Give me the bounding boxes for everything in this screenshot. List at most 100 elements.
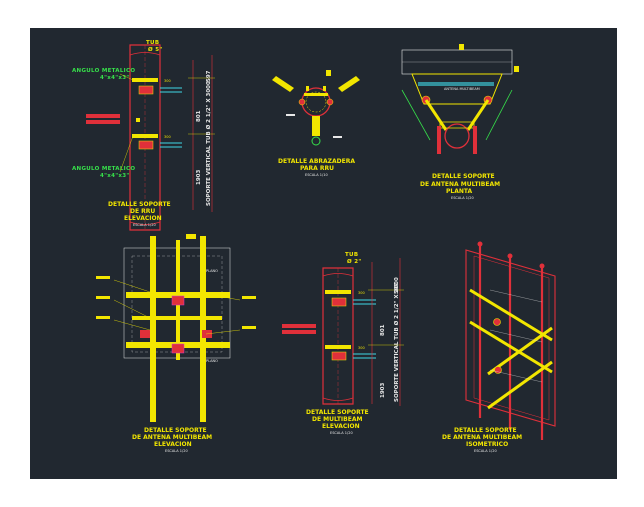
mb-dim-300-a: 300: [358, 291, 365, 295]
elev-clamp-upper: [171, 295, 185, 306]
rru-dim-801: 801: [196, 110, 202, 122]
clamp-tab: [326, 70, 331, 76]
plant-green-arm-left: [401, 89, 431, 141]
mb-pipe-break-top: [322, 273, 354, 277]
plant-antenna-face: [418, 82, 494, 86]
plant-antenna-body: [411, 73, 503, 105]
iso-mast-cap-3: [539, 263, 545, 269]
mb-dim-597: 597: [394, 282, 400, 294]
rru-lower-angle: [132, 134, 158, 138]
plant-antenna-label: ANTENA MULTIBEAM: [444, 87, 480, 91]
elev-plano-label-1: PLANO: [206, 269, 218, 273]
iso-antenna-panel: [465, 249, 556, 427]
rru-angle-bottom-label: ANGULO METALICO: [72, 166, 135, 172]
elev-leader-5: [205, 329, 241, 335]
rru-tube-dimension: Ø 5": [148, 46, 162, 53]
rru-mast-pipe: [129, 44, 161, 231]
clamp-stem: [312, 116, 320, 136]
rru-elevation-title-1: DETALLE SOPORTE: [108, 201, 171, 208]
rru-red-bar-2: [86, 120, 120, 124]
plant-bracket-left: [424, 99, 448, 131]
mb-upper-clamp: [331, 297, 347, 307]
rru-dim-597: 597: [206, 70, 212, 82]
iso-title-1: DETALLE SOPORTE: [454, 427, 517, 434]
elev-plano-label-2: PLANO: [206, 359, 218, 363]
rru-upper-angle: [132, 78, 158, 82]
elev-title-3: ELEVACION: [154, 441, 192, 448]
clamp-top-bar: [304, 93, 328, 96]
mb-upper-angle: [325, 290, 351, 294]
elev-note-2: [96, 296, 110, 299]
plant-tie-right: [473, 126, 477, 154]
plant-side-tab: [514, 66, 519, 72]
rru-pipe-break-top: [129, 52, 161, 56]
iso-panel-line-1: [489, 289, 543, 303]
rru-mark: [136, 118, 140, 122]
clamp-bolt-head: [311, 136, 321, 146]
elev-note-1: [96, 276, 110, 279]
elev-leader-3: [113, 319, 151, 331]
elev-title-1: DETALLE SOPORTE: [144, 427, 207, 434]
elev-note-5: [242, 326, 256, 329]
elev-leader-1: [113, 279, 151, 293]
plant-bracket-right: [466, 99, 490, 131]
rru-vertical-support-label: SOPORTE VERTICAL TUB Ø 2 1/2" X 3000: [205, 81, 212, 206]
elev-crossbar-mid: [132, 316, 222, 320]
iso-diagonal-lower: [487, 360, 553, 410]
clamp-note-1: [286, 114, 295, 116]
elev-crossbar-upper: [126, 292, 230, 298]
clamp-nut-left: [298, 98, 306, 106]
plant-mast-section: [444, 123, 470, 149]
elev-mast-right: [200, 236, 206, 422]
rru-red-bar-1: [86, 114, 120, 118]
mb-tube-dimension: Ø 2": [347, 258, 361, 265]
plant-green-arm-right: [485, 89, 513, 141]
iso-clamp-1: [493, 318, 501, 326]
iso-clamp-2: [494, 366, 502, 374]
mb-pipe-break-bottom: [322, 397, 354, 401]
iso-title-2: DE ANTENA MULTIBEAM: [442, 434, 522, 441]
clamp-nut-right: [326, 98, 334, 106]
rru-dim-300-b: 300: [164, 135, 171, 139]
detail-multibeam-plant: ANTENA MULTIBEAM DETALLE SOPORTE DE ANTE…: [401, 44, 519, 200]
rru-elevation-scale: ESCALA 1/20: [133, 223, 156, 227]
plant-title-2: DE ANTENA MULTIBEAM: [420, 181, 500, 188]
clamp-bolt-left: [306, 86, 309, 91]
rru-elevation-title-2: DE RRU: [130, 208, 155, 215]
clamp-bolt-right: [323, 86, 326, 91]
elev-mast-left: [150, 236, 156, 422]
iso-crossbar-middle: [469, 320, 553, 374]
iso-scale: ESCALA 1/20: [474, 449, 497, 453]
iso-mast-cap-2: [507, 253, 513, 259]
plant-tie-left: [437, 126, 441, 154]
detail-rru-clamp: DETALLE ABRAZADERA PARA RRU ESCALA 1/10: [272, 70, 360, 177]
clamp-title-2: PARA RRU: [300, 165, 334, 172]
rru-lower-clamp: [138, 140, 154, 150]
clamp-title-1: DETALLE ABRAZADERA: [278, 158, 355, 165]
mb-tube-label: TUB: [345, 252, 358, 258]
elev-leader-2: [113, 299, 151, 319]
elev-note-4: [242, 296, 256, 299]
clamp-note-2: [333, 136, 342, 138]
iso-antenna-panel-inner: [473, 255, 550, 421]
elev-top-tab: [186, 234, 196, 239]
elev-leader-4: [205, 293, 241, 301]
mb-lower-clamp: [331, 351, 347, 361]
rru-leader-bottom: [119, 135, 134, 173]
mb-dim-1903: 1903: [380, 383, 386, 398]
clamp-arm-left: [272, 76, 294, 92]
plant-title-1: DETALLE SOPORTE: [432, 173, 495, 180]
mb-red-bar-2: [282, 330, 316, 334]
rru-tube-label: TUB: [146, 40, 159, 46]
plant-scale: ESCALA 1/20: [451, 196, 474, 200]
rru-leader-top: [119, 73, 134, 81]
rru-elevation-title-3: ELEVACION: [124, 215, 162, 222]
mb-title-3: ELEVACION: [322, 423, 360, 430]
rru-angle-top-label: ANGULO METALICO: [72, 68, 135, 74]
plant-top-tab: [459, 44, 464, 50]
iso-title-3: ISOMETRICO: [466, 441, 508, 448]
detail-multibeam-isometric: DETALLE SOPORTE DE ANTENA MULTIBEAM ISOM…: [442, 241, 556, 453]
rru-angle-bottom-size: 4"x4"x3": [100, 173, 130, 179]
rru-upper-clamp: [138, 85, 154, 95]
rru-angle-top-size: 4"x4"x3": [100, 75, 130, 81]
